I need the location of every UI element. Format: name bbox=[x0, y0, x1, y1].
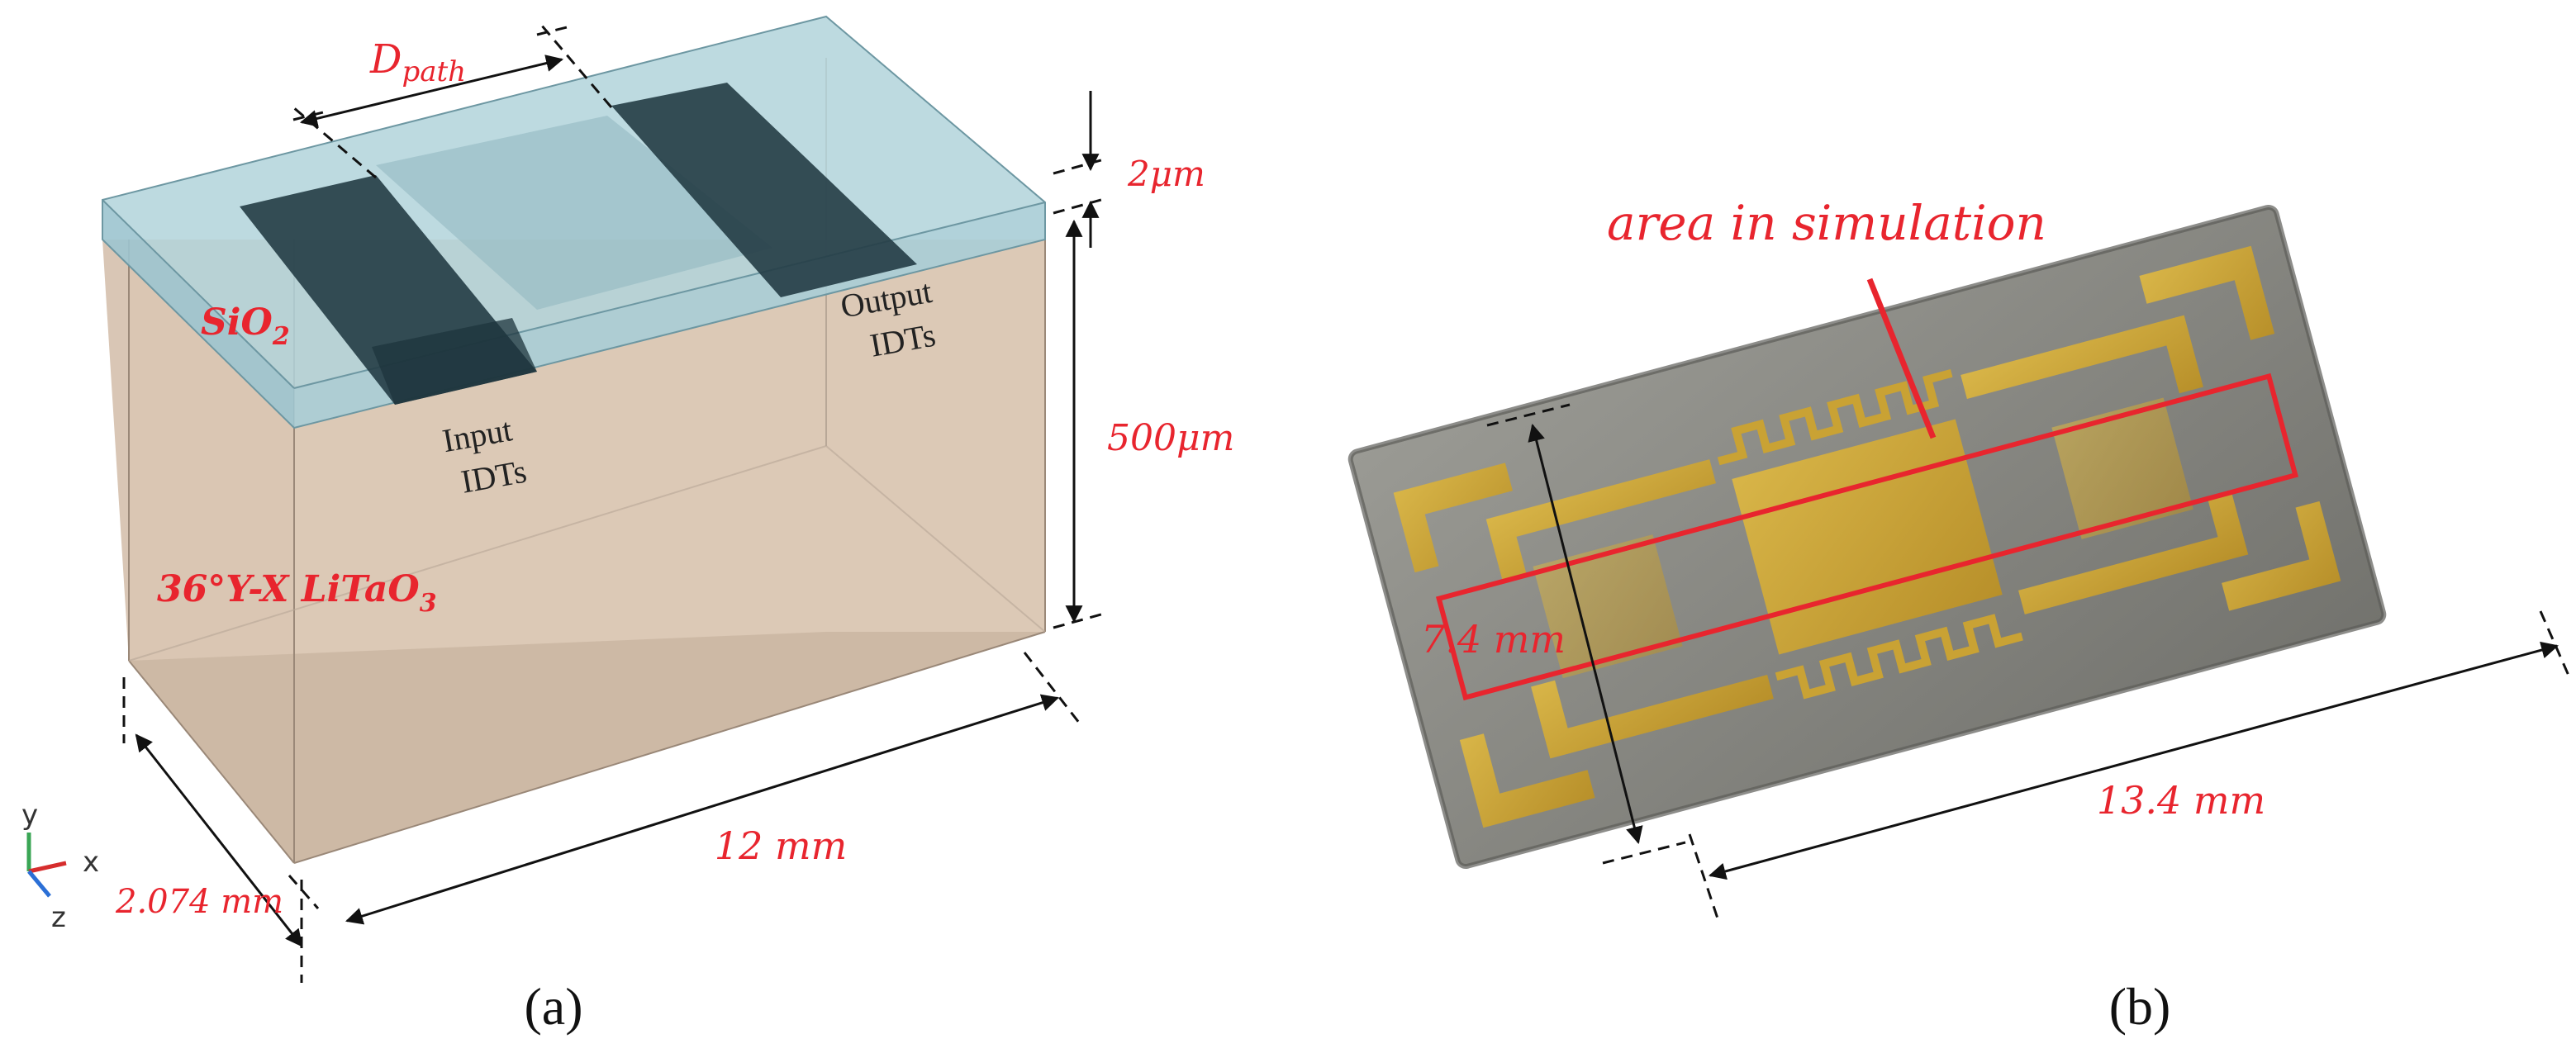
chip-photo bbox=[1347, 204, 2387, 870]
dpath-dimension: Dpath bbox=[292, 24, 613, 179]
caption-a: (a) bbox=[524, 977, 582, 1036]
length-label: 12 mm bbox=[715, 823, 847, 868]
thickness-label: 2μm bbox=[1127, 154, 1205, 194]
sio2-label: SiO2 bbox=[201, 301, 290, 351]
caption-b: (b) bbox=[2109, 977, 2171, 1036]
axis-z-label: z bbox=[51, 901, 66, 934]
delay-path-surface bbox=[376, 116, 772, 310]
simulation-area-box bbox=[1435, 372, 2299, 701]
panel-b: area in simulation 7.4 mm 13.4 mm (b) bbox=[1347, 195, 2571, 1036]
width-label: 2.074 mm bbox=[115, 883, 283, 921]
area-pointer bbox=[1866, 278, 1937, 439]
height-label: 500μm bbox=[1107, 417, 1234, 459]
axis-x-label: x bbox=[83, 846, 99, 879]
height-dimension: 2μm 500μm bbox=[1053, 91, 1234, 629]
axis-y-label: y bbox=[21, 799, 38, 832]
length-dimension: 12 mm bbox=[288, 652, 1084, 925]
chip-length-dimension: 13.4 mm bbox=[1688, 610, 2571, 922]
width-dimension: 2.074 mm bbox=[115, 677, 303, 983]
input-idt-side bbox=[372, 318, 537, 405]
axis-triad: y x z bbox=[21, 799, 99, 934]
chip-width-dimension: 7.4 mm bbox=[1421, 403, 1686, 865]
dpath-label: Dpath bbox=[369, 36, 466, 88]
panel-a: SiO2 36°Y-X LiTaO3 Input IDTs Output IDT… bbox=[21, 15, 1234, 1036]
output-idt-electrode bbox=[611, 83, 917, 297]
chip-width-label: 7.4 mm bbox=[1421, 617, 1566, 662]
chip-length-label: 13.4 mm bbox=[2097, 778, 2265, 823]
substrate-label: 36°Y-X LiTaO3 bbox=[157, 568, 437, 618]
area-label: area in simulation bbox=[1607, 195, 2046, 251]
